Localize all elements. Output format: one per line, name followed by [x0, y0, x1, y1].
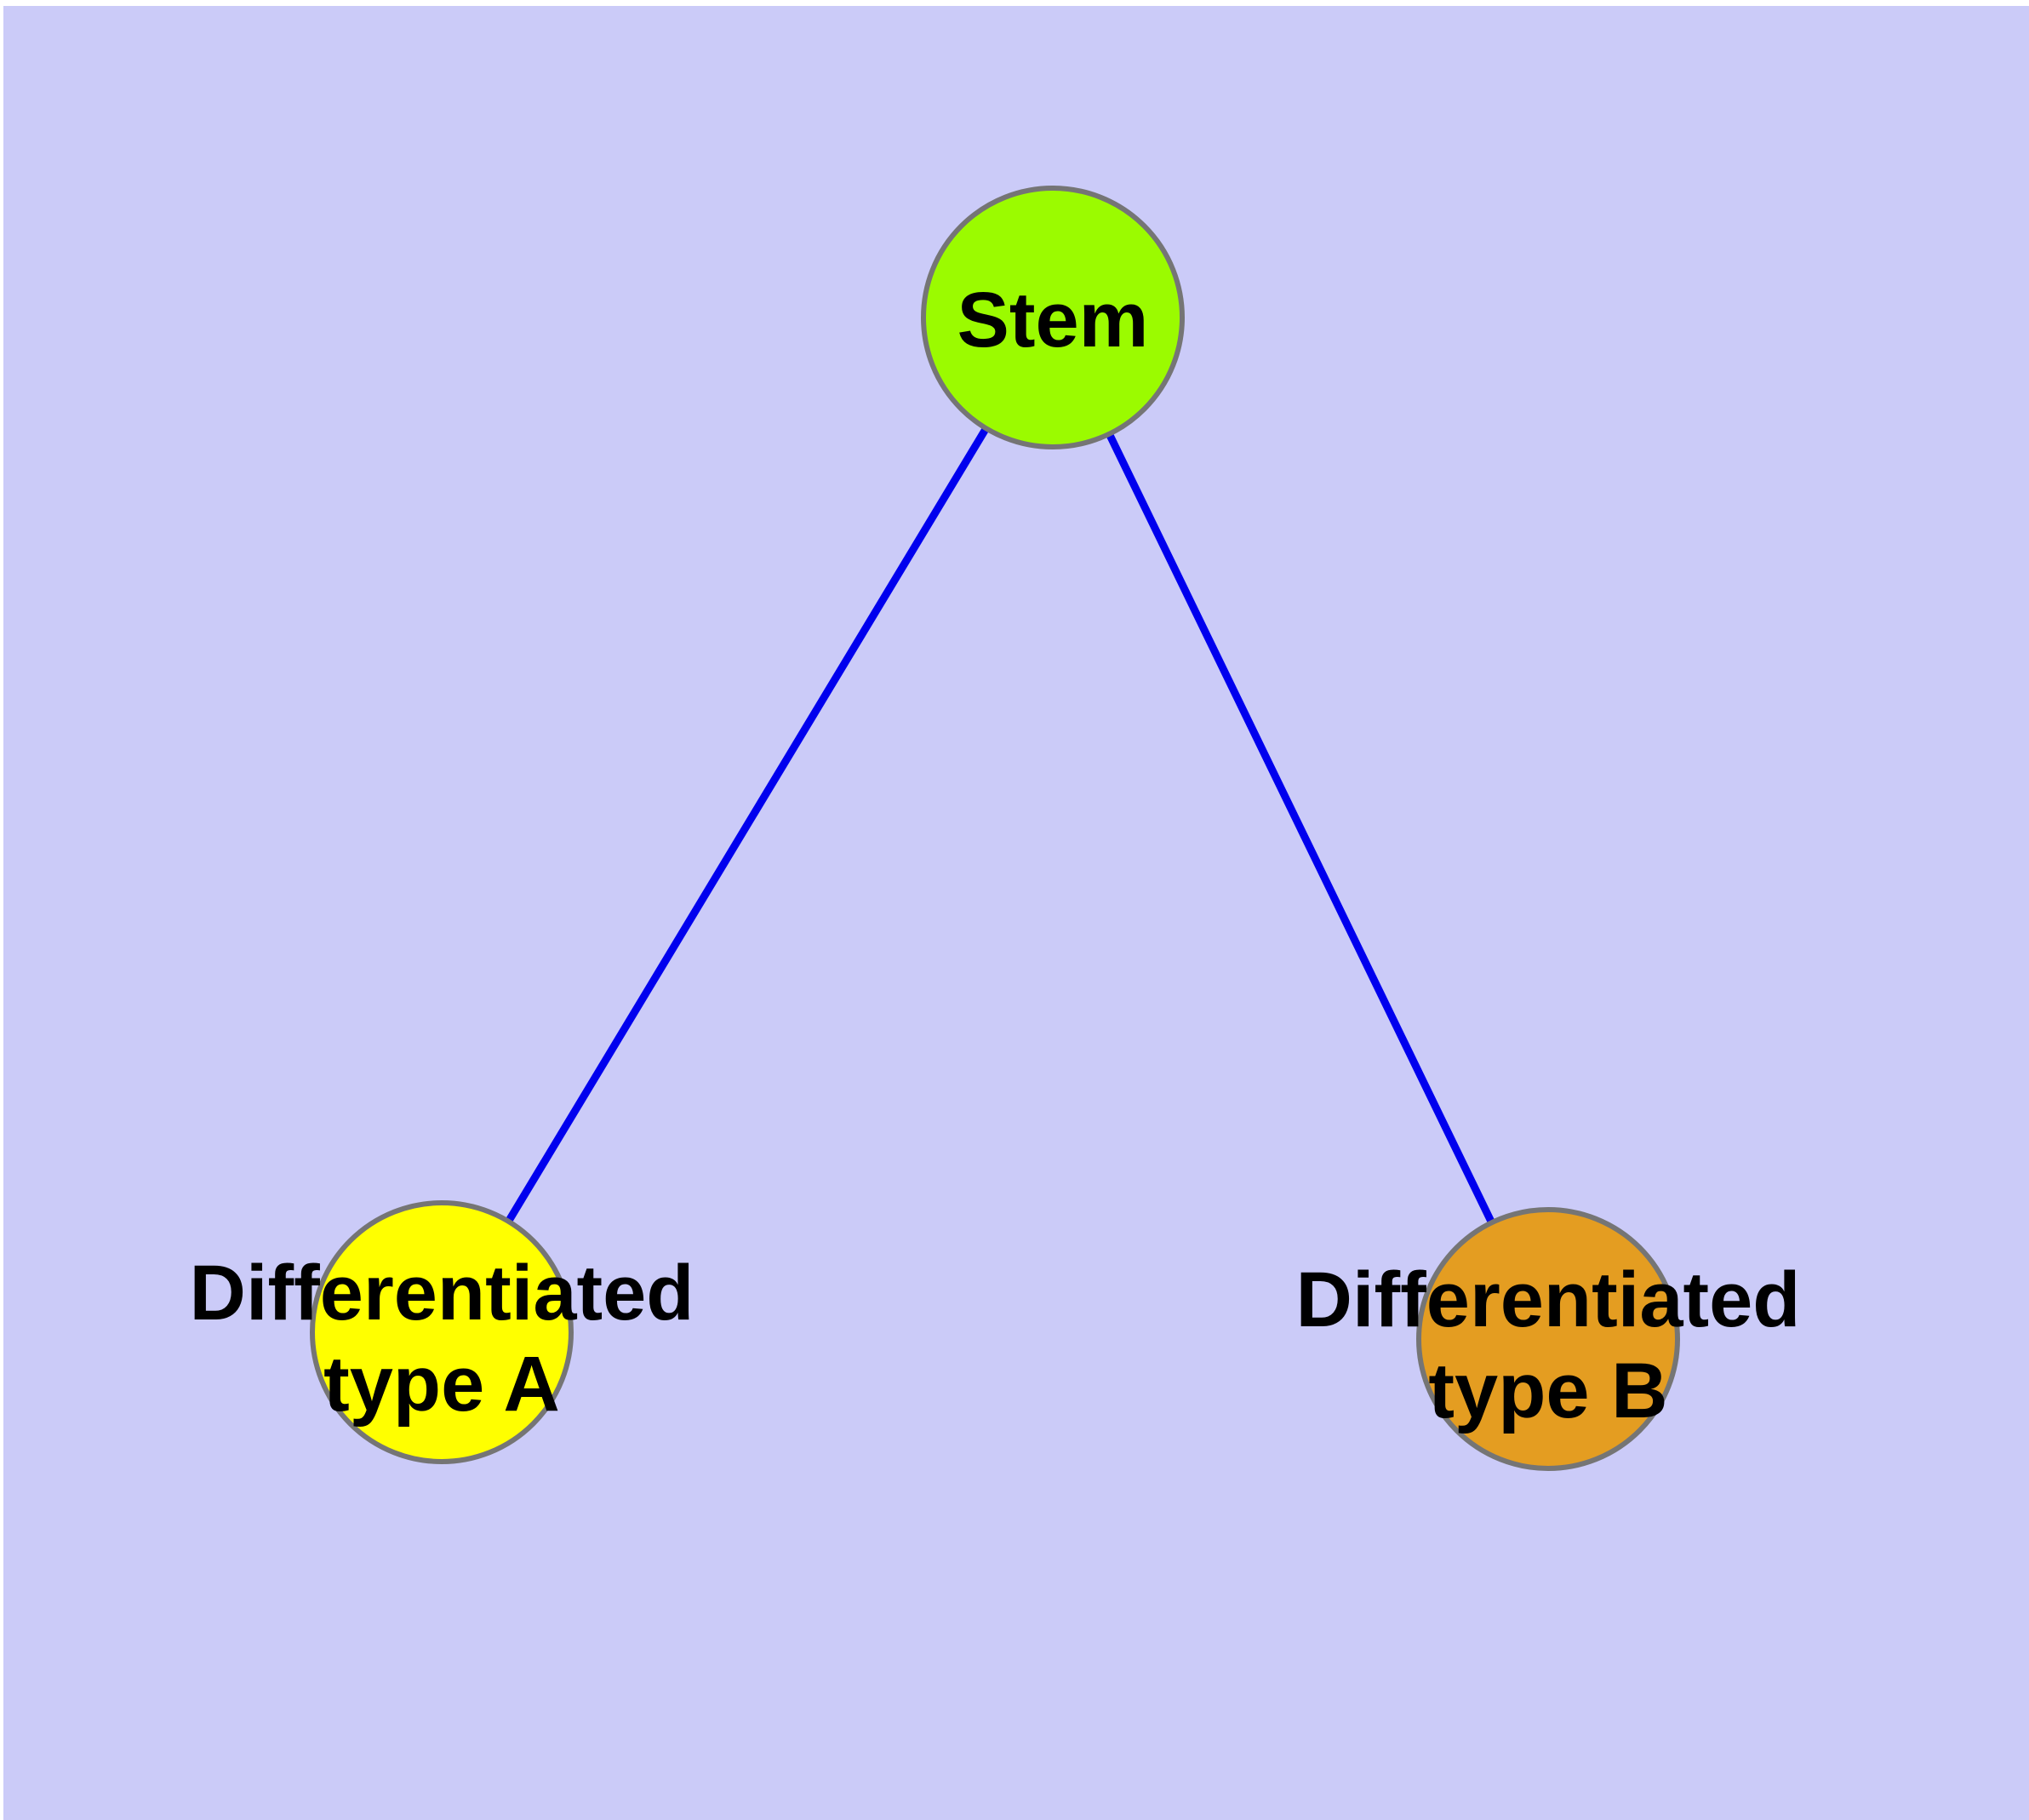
- node-type-a-label-line1: Differentiated: [190, 1250, 694, 1336]
- node-differentiated-type-a: [310, 1200, 574, 1464]
- node-stem-label: Stem: [957, 277, 1149, 363]
- node-differentiated-type-b: [1416, 1207, 1680, 1471]
- node-type-b-label-line2: type B: [1428, 1348, 1667, 1434]
- edge-stem-to-type-b: [1049, 316, 1552, 1341]
- edge-stem-to-type-a: [438, 315, 1056, 1335]
- node-stem: [921, 186, 1185, 449]
- node-type-b-label-line1: Differentiated: [1296, 1256, 1801, 1343]
- node-type-a-label-line2: type A: [323, 1341, 560, 1428]
